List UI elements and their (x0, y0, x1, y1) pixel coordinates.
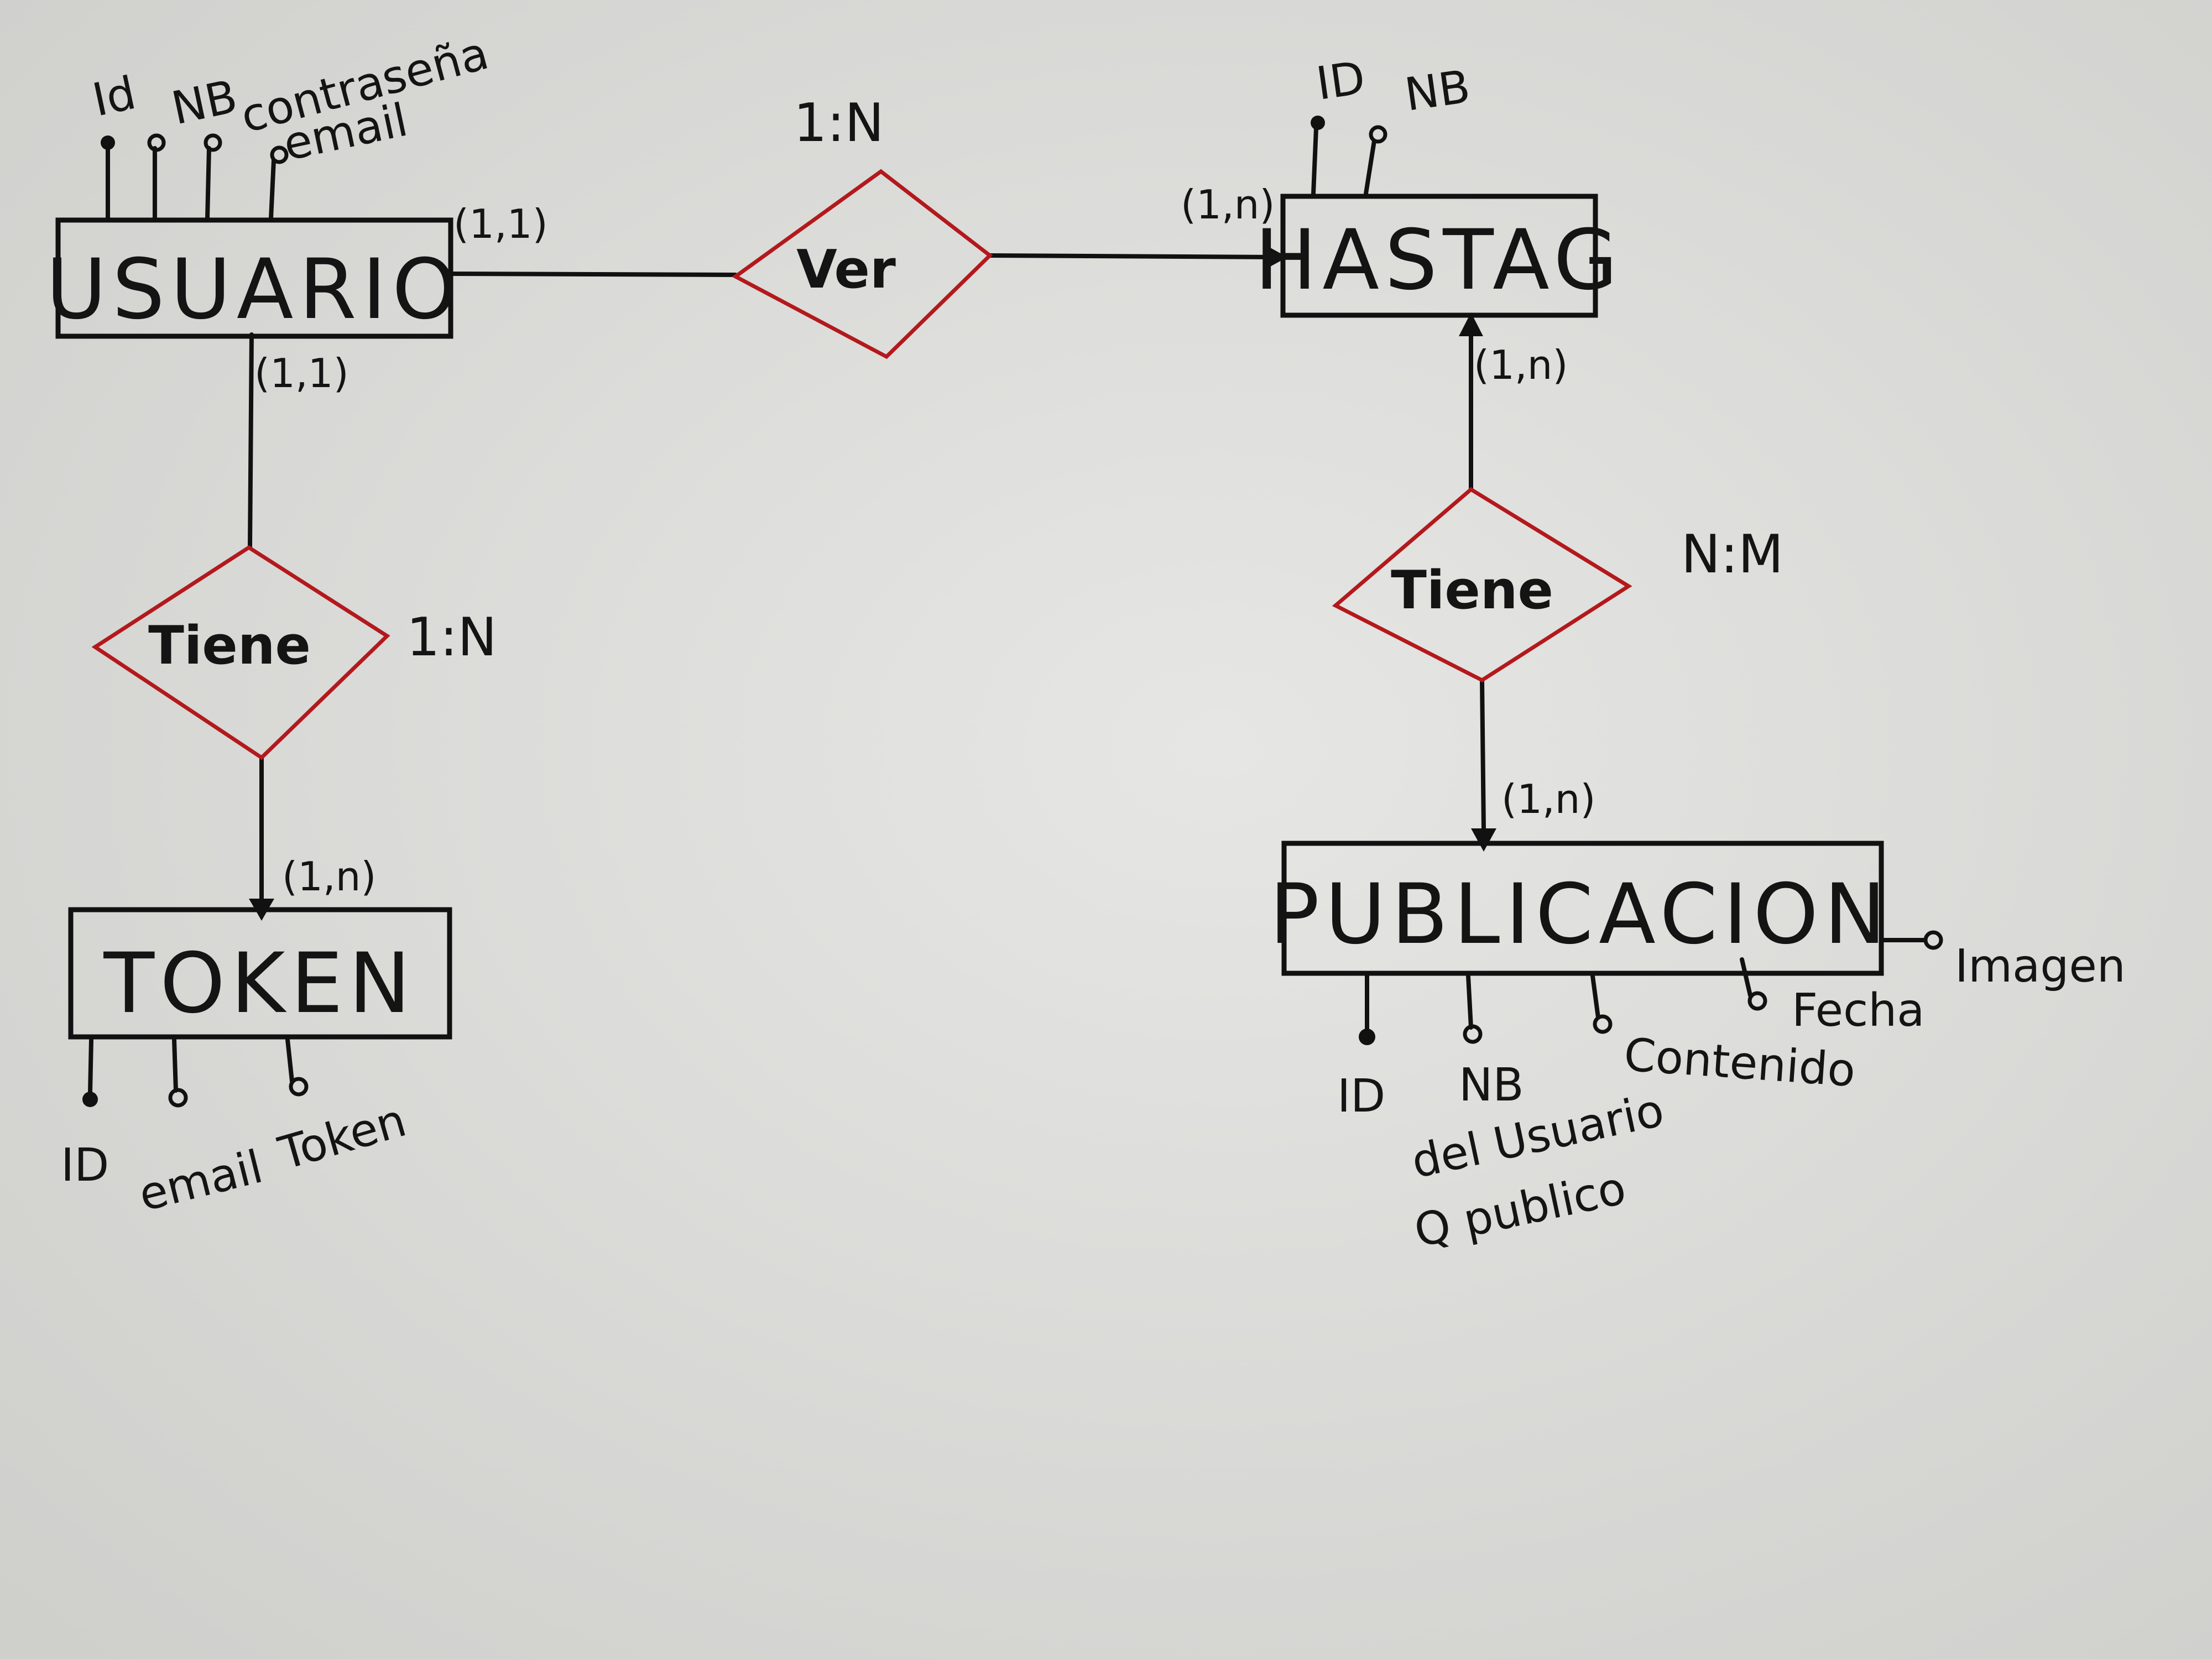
attr-token-token-marker (289, 1077, 309, 1097)
attributes-hastag: ID NB (1311, 52, 1474, 196)
card-hastag-ver: (1,n) (1181, 181, 1275, 228)
relationship-tiene-usuario-token: Tiene (91, 545, 390, 760)
attr-hastag-id-key-marker (1311, 116, 1325, 130)
line-usuario-tiene (248, 332, 254, 550)
attr-usuario-email-marker (270, 145, 289, 164)
line-ver-hastag (988, 253, 1274, 259)
ratio-tiene-hastag-publicacion: N:M (1681, 524, 1783, 585)
attr-publicacion-contenido-marker (1593, 1014, 1613, 1034)
attr-publicacion-nb-marker (1463, 1024, 1483, 1044)
attr-token-email-marker (168, 1088, 188, 1108)
relationship-ver: Ver (732, 169, 993, 359)
line-usuario-ver (448, 272, 738, 277)
card-token-tiene: (1,n) (282, 853, 377, 900)
line-tiene-publicacion (1480, 678, 1486, 832)
card-usuario-ver: (1,1) (453, 201, 548, 247)
card-hastag-tiene: (1,n) (1474, 342, 1568, 388)
attr-publicacion-id-key-marker (1359, 1029, 1375, 1045)
entity-token: TOKEN (68, 907, 452, 1040)
entity-publicacion-label: PUBLICACION (1270, 867, 1892, 963)
relationship-tiene-hastag-publicacion: Tiene (1332, 487, 1632, 683)
ratio-tiene-usuario-token: 1:N (406, 607, 497, 668)
relationship-tiene-1-label: Tiene (148, 615, 311, 676)
arrowhead-publicacion (1471, 828, 1496, 852)
attr-publicacion-nb: NB (1459, 1059, 1524, 1112)
entity-usuario-label: USUARIO (46, 242, 463, 338)
attr-publicacion-fecha: Fecha (1792, 984, 1924, 1037)
attr-token-id: ID (61, 1139, 109, 1192)
entity-publicacion: PUBLICACION (1270, 841, 1892, 976)
card-publicacion-tiene: (1,n) (1501, 776, 1596, 822)
entity-usuario: USUARIO (46, 217, 463, 339)
entity-hastag-label: HASTAG (1255, 212, 1624, 309)
attr-hastag-id: ID (1313, 52, 1369, 111)
attr-publicacion-imagen: Imagen (1955, 940, 2126, 993)
attr-publicacion-fecha-marker (1747, 991, 1767, 1011)
arrowhead-hastag (1265, 245, 1287, 269)
attr-publicacion-imagen-marker (1923, 930, 1943, 950)
attr-usuario-nb-marker (147, 133, 166, 152)
attr-publicacion-id: ID (1337, 1070, 1385, 1123)
attr-usuario-id-key-marker (101, 135, 115, 150)
attr-hastag-nb-marker (1369, 125, 1387, 144)
relationship-tiene-2-label: Tiene (1391, 560, 1553, 621)
attr-hastag-nb: NB (1402, 60, 1474, 121)
attr-usuario-contrasena-marker (204, 133, 222, 152)
entity-hastag: HASTAG (1255, 194, 1624, 318)
attr-token-id-key-marker (82, 1092, 98, 1107)
ratio-ver: 1:N (794, 93, 884, 154)
entity-token-label: TOKEN (103, 936, 416, 1032)
arrowhead-hastag-up (1459, 312, 1483, 336)
relationship-ver-label: Ver (796, 239, 896, 300)
card-usuario-tiene: (1,1) (254, 350, 349, 397)
